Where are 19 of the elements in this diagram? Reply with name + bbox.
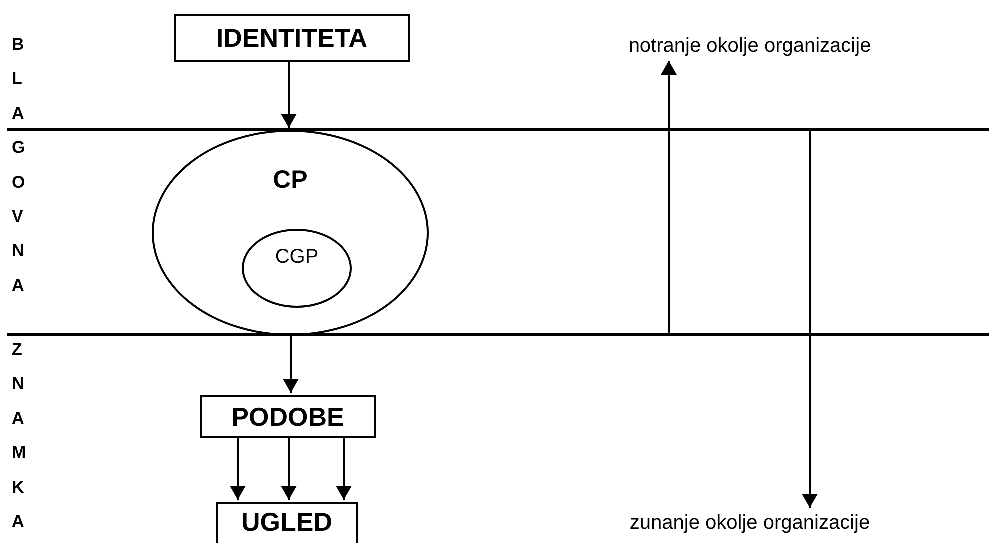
area-label: zunanje okolje organizacije — [570, 510, 930, 536]
reputation-box — [216, 502, 358, 543]
area-label: notranje okolje organizacije — [570, 33, 930, 59]
box-title: PODOBE — [232, 404, 344, 430]
box-title: UGLED — [242, 509, 332, 535]
ellipse-title: CGP — [275, 247, 319, 267]
inner-ellipse — [242, 229, 352, 308]
arrow — [281, 438, 297, 500]
image-box — [200, 395, 376, 438]
ellipse — [152, 130, 429, 336]
ellipse-title: CP — [273, 168, 308, 193]
arrow — [281, 62, 297, 128]
arrow — [230, 438, 246, 500]
arrow — [661, 61, 677, 335]
identity-box — [174, 14, 410, 62]
arrow — [802, 130, 818, 508]
arrow — [283, 336, 299, 393]
arrow — [336, 438, 352, 500]
box-title: IDENTITETA — [216, 25, 368, 51]
